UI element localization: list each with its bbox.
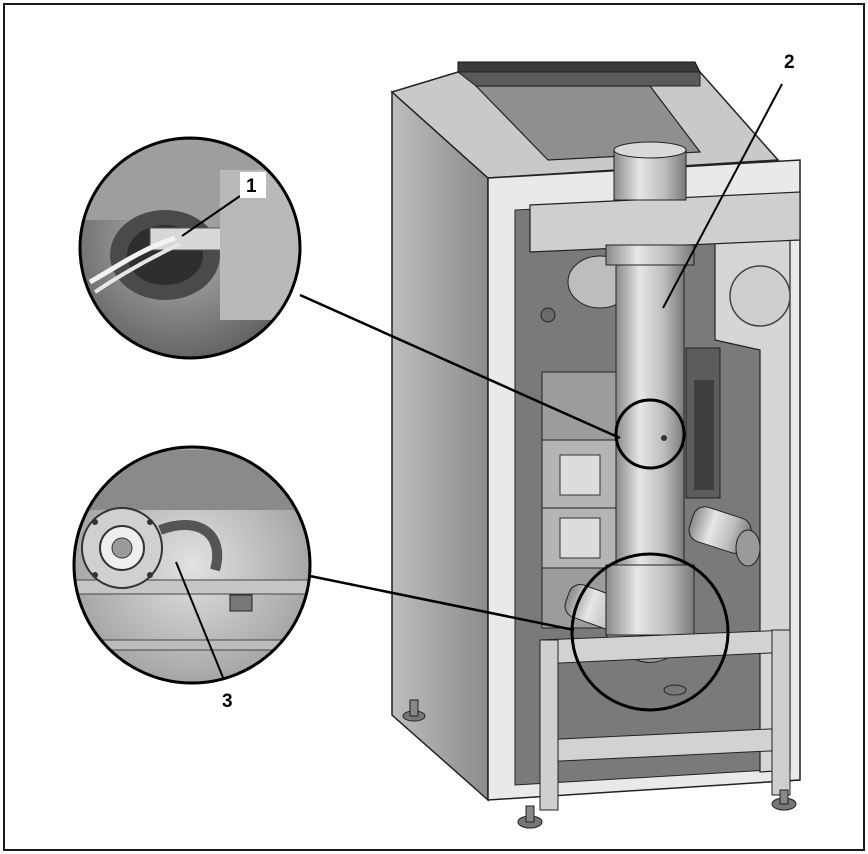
- zoom-detail-3: [72, 445, 312, 685]
- callout-leader-3: [175, 561, 225, 681]
- callout-label-3: 3: [222, 691, 233, 712]
- highlight-circle-3: [570, 552, 730, 712]
- callout-label-1: 1: [246, 176, 257, 197]
- leader-line-zoom-1: [299, 293, 621, 440]
- callout-leader-1: [181, 195, 241, 237]
- leader-line-zoom-3: [304, 573, 575, 632]
- boiler-unit: [390, 61, 801, 829]
- callout-leader-2: [662, 83, 783, 309]
- highlight-circle-1: [614, 398, 686, 470]
- callout-label-2: 2: [784, 52, 795, 73]
